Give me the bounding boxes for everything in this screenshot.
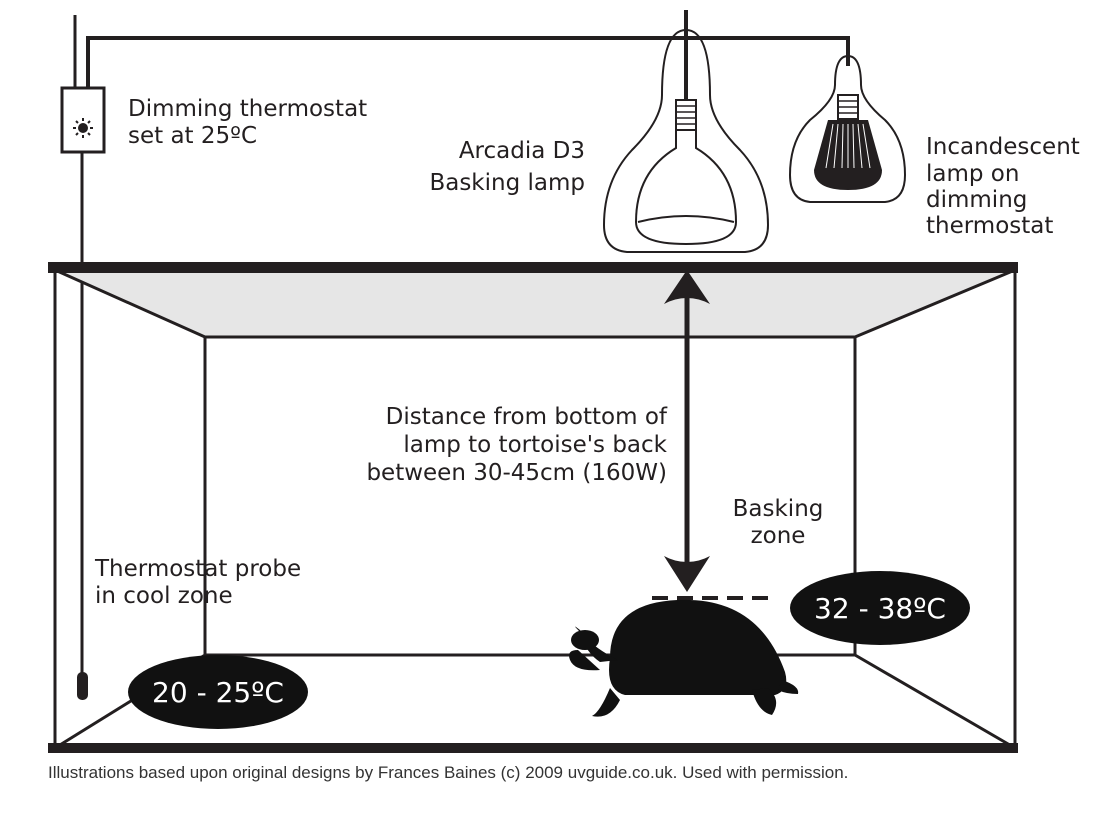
- dimming-thermostat-box: [60, 86, 106, 154]
- thermostat-probe: [77, 672, 88, 700]
- incandescent-lamp-label: Incandescent lamp on dimming thermostat: [926, 134, 1080, 239]
- tortoise-icon: [569, 599, 799, 717]
- svg-text:Arcadia D3: Arcadia D3: [459, 138, 585, 164]
- thermostat-label: Dimming thermostat set at 25ºC: [128, 96, 367, 149]
- svg-text:dimming: dimming: [926, 187, 1027, 213]
- credit-line: Illustrations based upon original design…: [48, 763, 848, 782]
- svg-text:zone: zone: [751, 523, 806, 549]
- dial-icon: [73, 118, 93, 138]
- incandescent-lamp-shade: [788, 54, 907, 203]
- basking-lamp-shade: [602, 28, 770, 253]
- svg-text:Dimming thermostat: Dimming thermostat: [128, 96, 367, 122]
- enclosure-top-bar: [48, 262, 1018, 273]
- svg-text:set at 25ºC: set at 25ºC: [128, 123, 257, 149]
- basking-zone-label: Basking zone: [733, 496, 824, 549]
- svg-text:Thermostat probe: Thermostat probe: [94, 556, 301, 582]
- svg-text:Incandescent: Incandescent: [926, 134, 1080, 160]
- wiring: [73, 10, 850, 692]
- svg-text:between 30-45cm (160W): between 30-45cm (160W): [366, 460, 667, 486]
- basking-lamp-bulb: [634, 99, 738, 246]
- distance-label: Distance from bottom of lamp to tortoise…: [366, 404, 667, 486]
- probe-label: Thermostat probe in cool zone: [94, 556, 301, 609]
- svg-text:lamp to tortoise's back: lamp to tortoise's back: [403, 432, 667, 458]
- enclosure-ceiling: [54, 268, 1016, 339]
- arrow-up-icon: [664, 270, 710, 304]
- svg-text:in cool zone: in cool zone: [95, 583, 233, 609]
- svg-text:lamp on: lamp on: [926, 161, 1019, 187]
- enclosure-bottom-bar: [48, 743, 1018, 753]
- basking-lamp: [602, 28, 770, 253]
- svg-text:thermostat: thermostat: [926, 213, 1053, 239]
- svg-text:Basking: Basking: [733, 496, 824, 522]
- incandescent-lamp-bulb: [814, 94, 882, 190]
- distance-arrow: [664, 270, 710, 592]
- basking-lamp-label: Arcadia D3 Basking lamp: [429, 138, 585, 196]
- cool-zone-badge: 20 - 25ºC: [128, 655, 308, 729]
- incandescent-lamp: [788, 54, 907, 203]
- basking-zone-temp: 32 - 38ºC: [814, 592, 946, 625]
- svg-text:Distance from bottom of: Distance from bottom of: [386, 404, 668, 430]
- svg-text:Basking lamp: Basking lamp: [429, 170, 585, 196]
- cool-zone-temp: 20 - 25ºC: [152, 676, 284, 709]
- arrow-down-icon: [664, 556, 710, 592]
- basking-zone-badge: 32 - 38ºC: [790, 571, 970, 645]
